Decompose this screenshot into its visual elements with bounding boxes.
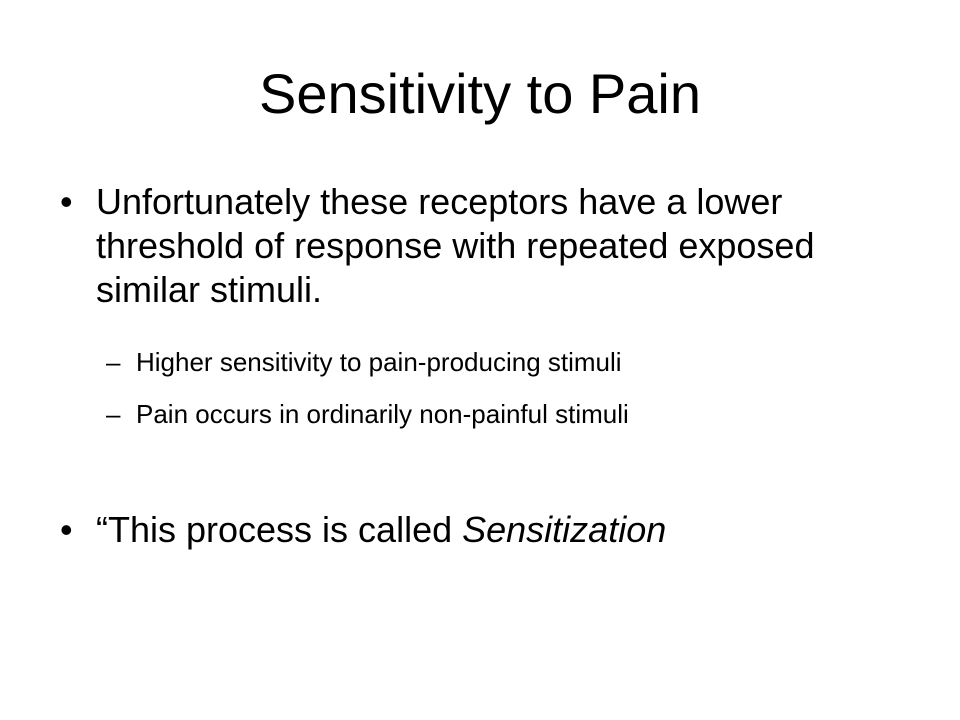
- dash-icon: –: [106, 399, 121, 429]
- bullet-text-prefix: “This process is called: [96, 509, 463, 550]
- bullet-text-emphasis: Sensitization: [462, 509, 667, 550]
- sub-bullet-text: Higher sensitivity to pain-producing sti…: [136, 347, 622, 377]
- bullet-text: Unfortunately these receptors have a low…: [96, 181, 815, 310]
- bullet-item: • Unfortunately these receptors have a l…: [60, 180, 890, 312]
- slide-title: Sensitivity to Pain: [259, 62, 701, 125]
- sub-bullet-item: – Pain occurs in ordinarily non-painful …: [106, 397, 906, 431]
- bullet-icon: •: [60, 509, 73, 550]
- sub-bullet-text: Pain occurs in ordinarily non-painful st…: [136, 399, 629, 429]
- sub-bullet-item: – Higher sensitivity to pain-producing s…: [106, 345, 906, 379]
- bullet-item: • “This process is called Sensitization: [60, 508, 890, 552]
- dash-icon: –: [106, 347, 121, 377]
- bullet-text: “This process is called Sensitization: [96, 508, 890, 552]
- bullet-icon: •: [60, 181, 73, 222]
